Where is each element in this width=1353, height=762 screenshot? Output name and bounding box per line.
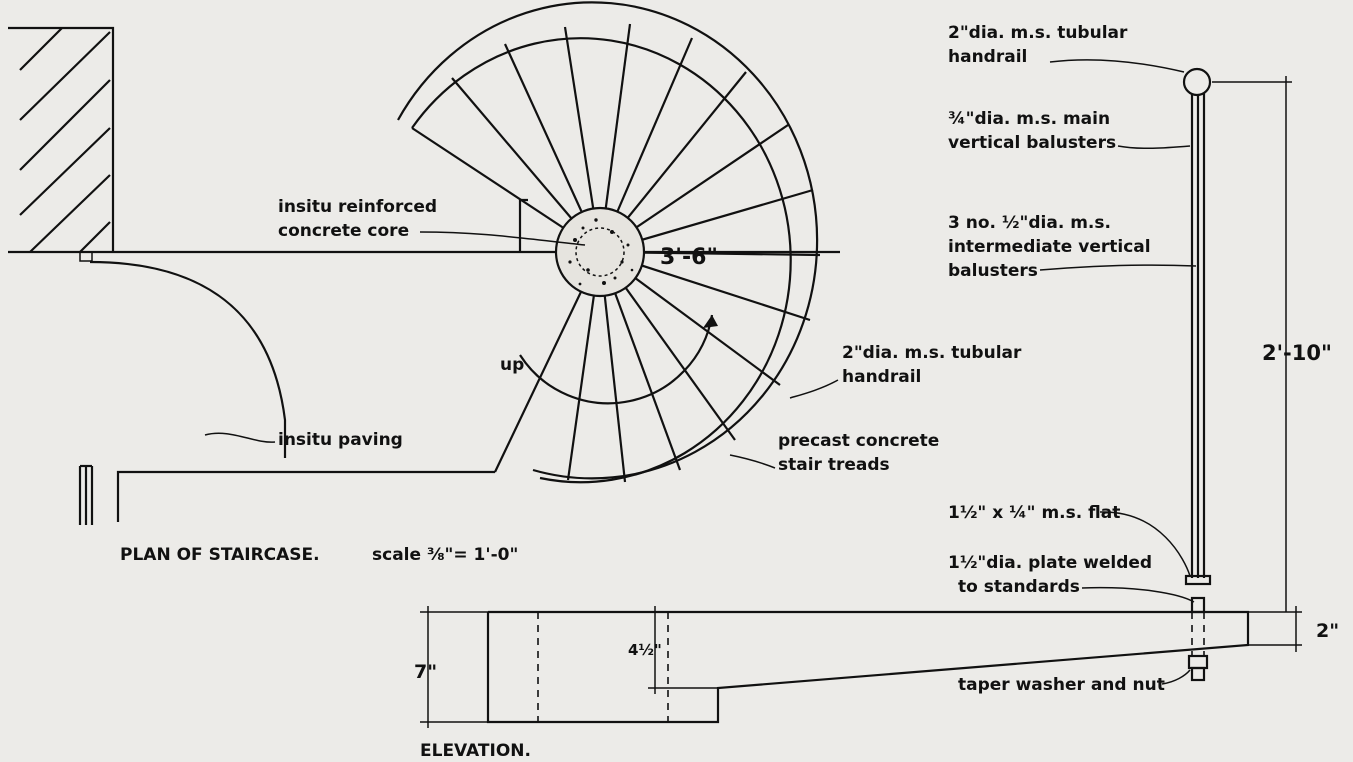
inter-baluster-label-2: intermediate vertical xyxy=(948,237,1151,257)
plan-handrail-label-2: handrail xyxy=(842,367,921,387)
handrail-leader-elev xyxy=(1049,59,1185,73)
dim-2-label: 2" xyxy=(1316,620,1339,642)
core-label-1: insitu reinforced xyxy=(278,197,437,217)
plan-handrail-label-1: 2"dia. m.s. tubular xyxy=(842,343,1022,363)
ms-flat xyxy=(1184,574,1212,586)
dim-4half-label: 4½" xyxy=(628,641,662,659)
core-label-2: concrete core xyxy=(278,221,409,241)
main-baluster-label-1: ¾"dia. m.s. main xyxy=(948,109,1110,129)
dimension-height xyxy=(1212,76,1292,612)
elev-handrail-label-2: handrail xyxy=(948,47,1027,67)
handrail-section xyxy=(1182,67,1212,97)
door-swing-arc xyxy=(89,260,287,458)
plate-leader xyxy=(1081,586,1195,603)
up-arrowhead xyxy=(703,315,718,328)
paving-edge xyxy=(116,470,495,522)
plan-of-staircase: insitu reinforced concrete core 3'-6" up… xyxy=(8,1,1022,565)
landing-notch xyxy=(518,198,528,252)
up-direction-arc xyxy=(519,314,714,405)
hatched-wall xyxy=(8,26,115,253)
inter-baluster-label-1: 3 no. ½"dia. m.s. xyxy=(948,213,1111,233)
radius-label: 3'-6" xyxy=(660,245,718,270)
washer-label: taper washer and nut xyxy=(958,675,1165,695)
plan-title: PLAN OF STAIRCASE. xyxy=(120,545,320,565)
welded-plate xyxy=(1190,596,1206,614)
flat-label: 1½" x ¼" m.s. flat xyxy=(948,503,1120,523)
height-dim-label: 2'-10" xyxy=(1262,341,1332,365)
handrail-leader xyxy=(789,379,839,399)
inter-baluster-leader xyxy=(1039,264,1197,271)
bolt-end xyxy=(1190,666,1206,682)
tread-label-1: precast concrete xyxy=(778,431,939,451)
dimension-7 xyxy=(420,606,488,728)
elev-handrail-label-1: 2"dia. m.s. tubular xyxy=(948,23,1128,43)
main-baluster-label-2: vertical balusters xyxy=(948,133,1116,153)
balusters xyxy=(1190,92,1206,578)
washer-leader xyxy=(1161,669,1191,685)
wall-post xyxy=(79,251,93,262)
taper-washer-nut xyxy=(1187,654,1209,670)
up-label: up xyxy=(500,355,524,375)
dimension-4half xyxy=(648,606,718,694)
paving-label: insitu paving xyxy=(278,430,403,450)
concrete-core xyxy=(554,206,646,298)
flat-leader xyxy=(1099,511,1191,577)
tread-elevation xyxy=(486,610,1250,724)
elevation: 7" 4½" 2" 2'-10" xyxy=(414,23,1339,761)
inter-baluster-label-3: balusters xyxy=(948,261,1038,281)
plan-scale: scale ⅜"= 1'-0" xyxy=(372,545,518,565)
dim-7-label: 7" xyxy=(414,661,437,683)
outer-handrail xyxy=(397,1,819,484)
paving-post xyxy=(78,464,94,525)
plate-label-1: 1½"dia. plate welded xyxy=(948,553,1152,573)
plate-label-2: to standards xyxy=(958,577,1080,597)
core-leader xyxy=(419,231,586,246)
main-baluster-leader xyxy=(1117,145,1191,150)
tread-leader xyxy=(729,454,776,469)
elevation-title: ELEVATION. xyxy=(420,741,531,761)
tread-label-2: stair treads xyxy=(778,455,890,475)
paving-leader xyxy=(204,432,276,443)
dimension-2 xyxy=(1248,606,1302,652)
